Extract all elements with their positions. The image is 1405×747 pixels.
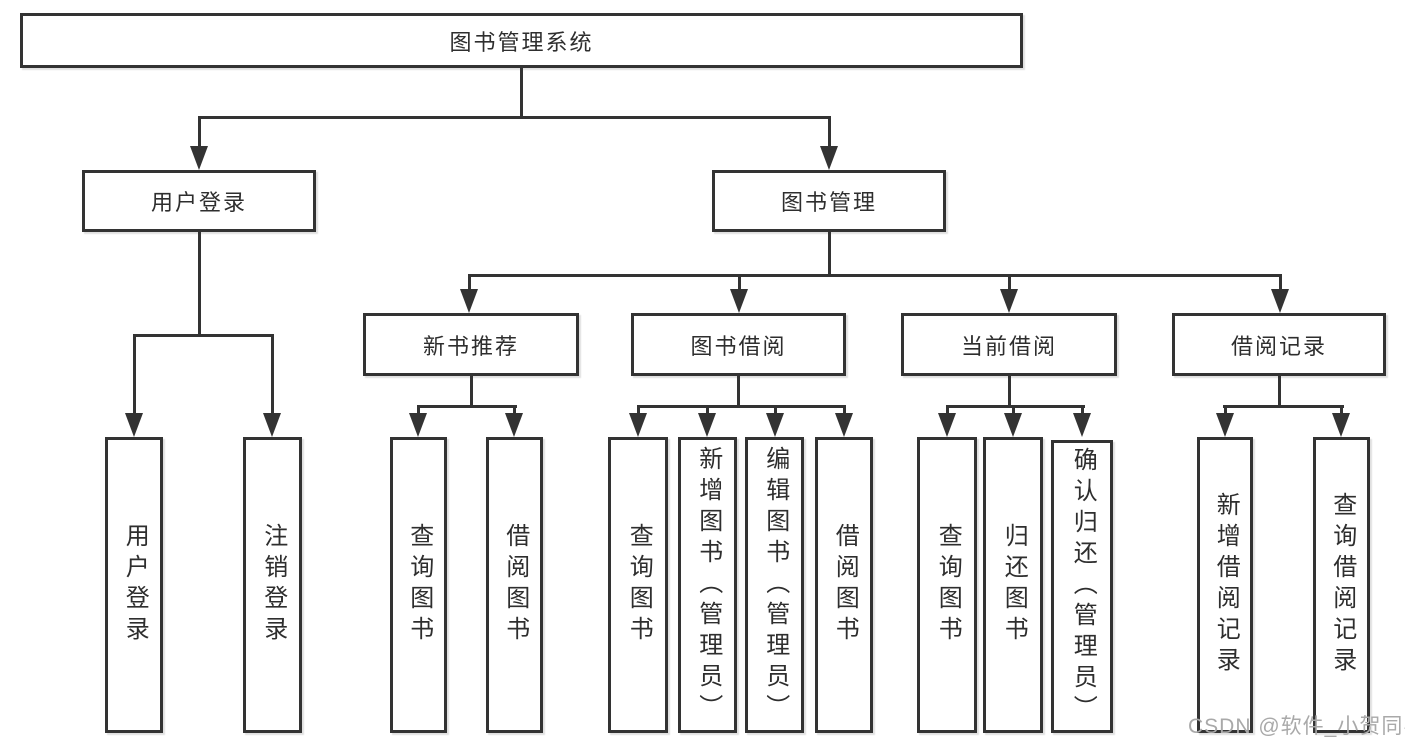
arrow-stem — [417, 408, 420, 416]
leaf-query-borrow-record: 查询借阅记录 — [1313, 437, 1370, 733]
leaf-add-borrow-record-label: 新增借阅记录 — [1212, 492, 1240, 678]
arrow-stem — [774, 408, 777, 416]
leaf-add-book-admin-label: 新增图书（管理员） — [694, 445, 722, 725]
arrow-down-icon — [1332, 413, 1350, 437]
arrow-down-icon — [698, 413, 716, 437]
leaf-query-books-current: 查询图书 — [917, 437, 977, 733]
node-borrow-records: 借阅记录 — [1172, 313, 1386, 376]
arrow-down-icon — [190, 146, 208, 170]
leaf-edit-book-admin-label: 编辑图书（管理员） — [761, 445, 789, 725]
leaf-borrow-books: 借阅图书 — [815, 437, 873, 733]
node-book-borrow: 图书借阅 — [631, 313, 846, 376]
user-login-branch-line — [133, 334, 274, 337]
arrow-stem — [468, 277, 471, 291]
arrow-stem — [828, 118, 831, 148]
node-current-borrow-label: 当前借阅 — [960, 333, 1057, 359]
arrow-down-icon — [505, 413, 523, 437]
node-new-book-recommend: 新书推荐 — [363, 313, 579, 376]
csdn-watermark: CSDN @软件_小贺同学 — [1188, 715, 1405, 738]
arrow-stem — [637, 408, 640, 416]
arrow-down-icon — [820, 146, 838, 170]
leaf-add-book-admin: 新增图书（管理员） — [678, 437, 737, 733]
leaf-borrow-books-recommend-label: 借阅图书 — [501, 523, 529, 647]
current-borrow-branch-line — [946, 405, 1085, 408]
leaf-query-books-recommend: 查询图书 — [390, 437, 447, 733]
arrow-down-icon — [1000, 289, 1018, 313]
arrow-stem — [133, 336, 136, 416]
arrow-down-icon — [1216, 413, 1234, 437]
node-current-borrow: 当前借阅 — [901, 313, 1117, 376]
node-book-management: 图书管理 — [712, 170, 946, 232]
book-borrow-trunk-line — [737, 376, 740, 408]
node-new-book-recommend-label: 新书推荐 — [422, 333, 519, 359]
leaf-add-borrow-record: 新增借阅记录 — [1197, 437, 1253, 733]
leaf-logout: 注销登录 — [243, 437, 302, 733]
leaf-user-login: 用户登录 — [105, 437, 163, 733]
arrow-stem — [198, 118, 201, 148]
borrow-records-branch-line — [1223, 405, 1344, 408]
node-book-borrow-label: 图书借阅 — [690, 333, 787, 359]
leaf-return-book: 归还图书 — [983, 437, 1043, 733]
arrow-down-icon — [125, 413, 143, 437]
new-book-recommend-trunk-line — [470, 376, 473, 408]
user-login-trunk-line — [198, 232, 201, 336]
arrow-stem — [271, 336, 274, 416]
arrow-stem — [1012, 408, 1015, 416]
leaf-borrow-books-recommend: 借阅图书 — [486, 437, 543, 733]
node-borrow-records-label: 借阅记录 — [1230, 333, 1327, 359]
book-management-trunk-line — [828, 232, 831, 277]
node-user-login-label: 用户登录 — [150, 190, 247, 215]
leaf-query-borrow-record-label: 查询借阅记录 — [1328, 492, 1356, 678]
arrow-down-icon — [1004, 413, 1022, 437]
arrow-down-icon — [460, 289, 478, 313]
arrow-down-icon — [629, 413, 647, 437]
current-borrow-trunk-line — [1008, 376, 1011, 408]
arrow-down-icon — [1073, 413, 1091, 437]
node-user-login: 用户登录 — [82, 170, 316, 232]
leaf-confirm-return-admin: 确认归还（管理员） — [1051, 440, 1113, 733]
arrow-stem — [946, 408, 949, 416]
arrow-stem — [1081, 408, 1084, 416]
node-root-label: 图书管理系统 — [449, 29, 594, 55]
leaf-logout-label: 注销登录 — [259, 523, 287, 647]
leaf-return-book-label: 归还图书 — [1000, 523, 1028, 647]
arrow-stem — [843, 408, 846, 416]
leaf-query-books-borrow-label: 查询图书 — [625, 523, 653, 647]
root-branch-line — [198, 116, 831, 119]
arrow-stem — [1008, 277, 1011, 291]
arrow-stem — [1340, 408, 1343, 416]
arrow-down-icon — [766, 413, 784, 437]
borrow-records-trunk-line — [1278, 376, 1281, 408]
arrow-stem — [738, 277, 741, 291]
node-root: 图书管理系统 — [20, 13, 1023, 68]
leaf-query-books-recommend-label: 查询图书 — [405, 523, 433, 647]
leaf-query-books-current-label: 查询图书 — [934, 523, 962, 647]
arrow-down-icon — [409, 413, 427, 437]
leaf-borrow-books-label: 借阅图书 — [831, 523, 859, 647]
arrow-down-icon — [1271, 289, 1289, 313]
arrow-stem — [1279, 277, 1282, 291]
node-book-management-label: 图书管理 — [780, 190, 877, 215]
leaf-user-login-label: 用户登录 — [121, 523, 149, 647]
book-management-branch-line — [468, 274, 1282, 277]
leaf-query-books-borrow: 查询图书 — [608, 437, 668, 733]
arrow-stem — [513, 408, 516, 416]
arrow-down-icon — [730, 289, 748, 313]
arrow-down-icon — [835, 413, 853, 437]
root-trunk-line — [520, 68, 523, 118]
arrow-down-icon — [263, 413, 281, 437]
leaf-edit-book-admin: 编辑图书（管理员） — [745, 437, 804, 733]
new-book-recommend-branch-line — [417, 405, 517, 408]
arrow-stem — [1224, 408, 1227, 416]
book-borrow-branch-line — [637, 405, 846, 408]
leaf-confirm-return-admin-label: 确认归还（管理员） — [1069, 447, 1097, 726]
arrow-stem — [706, 408, 709, 416]
arrow-down-icon — [938, 413, 956, 437]
